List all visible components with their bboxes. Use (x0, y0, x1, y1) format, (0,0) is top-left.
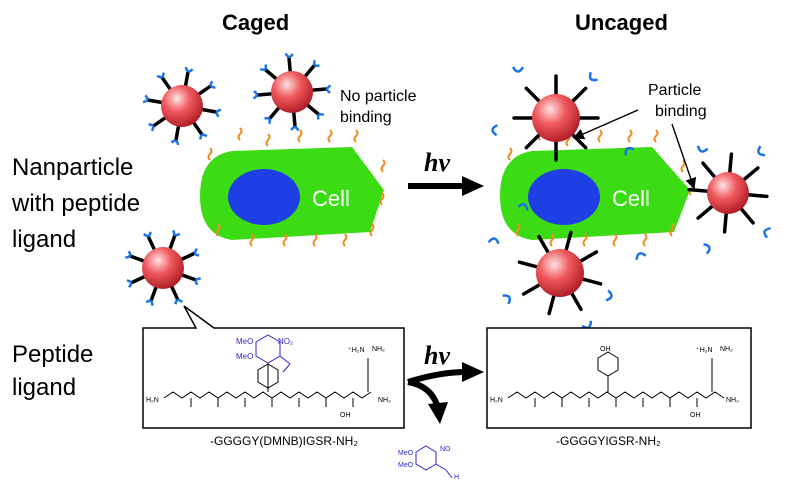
chem-label-no2: NO₂ (278, 337, 294, 346)
cage-fragment (696, 145, 709, 153)
receptor (627, 129, 633, 143)
receptor (237, 127, 243, 141)
nanoparticle-2 (252, 52, 332, 132)
chem-label-oh-left: OH (340, 412, 351, 419)
chem-label-no: NO (440, 446, 451, 453)
chem-label-nh2-top-left: NH₂ (372, 346, 385, 353)
chem-label-plus-h2n-right: ⁺H₂N (696, 347, 713, 354)
cage-fragment (635, 252, 647, 260)
light-arrow-top (408, 176, 484, 196)
receptor (207, 147, 213, 161)
receptor (249, 233, 255, 247)
particle-binding-note-line-2: binding (655, 103, 707, 120)
receptor (265, 133, 271, 147)
receptor (327, 129, 333, 143)
cage-fragment (502, 294, 511, 305)
chem-label-oh-right: OH (690, 412, 701, 419)
caged-peptide-caption: -GGGGY(DMNB)IGSR-NH₂ (210, 434, 358, 448)
light-arrow-bottom (407, 362, 484, 424)
cell-receptors (207, 127, 694, 247)
nanoparticle-6 (687, 152, 769, 234)
receptor (680, 159, 686, 173)
nanoparticle-label-line-3: ligand (12, 226, 77, 253)
chem-label-nh2-top-right: NH₂ (720, 346, 733, 353)
cage-fragment (517, 203, 529, 211)
nanoparticle-4 (512, 74, 600, 162)
receptor (597, 129, 603, 143)
light-label-top: hv (424, 148, 450, 177)
receptor (215, 223, 221, 237)
light-label-bottom: hv (424, 341, 450, 370)
nanoparticle-5 (517, 230, 603, 316)
receptor (353, 129, 359, 143)
chem-label-meo-3: MeO (398, 450, 414, 457)
cage-fragment (487, 237, 500, 245)
chem-label-oh-tyrosine: OH (600, 346, 611, 353)
receptor (669, 223, 675, 237)
nanoparticle-label-line-2: with peptide (12, 190, 141, 217)
receptor (380, 159, 386, 173)
caged-header: Caged (222, 10, 290, 35)
chem-label-meo-4: MeO (398, 462, 414, 469)
chem-label-plus-h2n-left: ⁺H₂N (348, 347, 365, 354)
cell-label-caged: Cell (312, 186, 350, 211)
cage-fragment (511, 66, 525, 73)
cage-fragment (757, 145, 766, 157)
no-binding-note-line-2: binding (340, 109, 392, 126)
receptor (312, 233, 318, 247)
chem-label-h2n-right: H₂N (490, 397, 503, 404)
pointer-arrow-1 (572, 109, 639, 140)
receptor (582, 233, 588, 247)
caged-peptide-structure (163, 358, 372, 407)
uncaged-peptide-box (486, 327, 752, 429)
cage-fragment (763, 227, 771, 239)
receptor (612, 233, 618, 247)
cell-label-uncaged: Cell (612, 186, 650, 211)
receptor (507, 147, 513, 161)
uncaged-peptide-caption: -GGGGYIGSR-NH₂ (556, 434, 661, 448)
chem-label-meo-1: MeO (236, 337, 254, 346)
byproduct-structure (415, 445, 453, 479)
chem-label-nh2-end-right: NH₂ (726, 397, 739, 404)
cage-fragment (624, 146, 635, 156)
chem-label-h2n-left: H₂N (146, 397, 159, 404)
receptor (549, 233, 555, 247)
receptor (379, 192, 385, 206)
receptor (297, 129, 303, 143)
nucleus-uncaged (528, 169, 600, 225)
nanoparticle-3 (125, 230, 201, 306)
nanoparticle-1 (142, 66, 222, 146)
uncaged-header: Uncaged (575, 10, 668, 35)
receptor (282, 233, 288, 247)
receptor (515, 223, 521, 237)
cage-fragment (588, 71, 598, 82)
receptor (369, 223, 375, 237)
receptor (342, 233, 348, 247)
nucleus-caged (228, 169, 300, 225)
peptide-label-line-1: Peptide (12, 341, 94, 368)
no-binding-note-line-1: No particle (340, 88, 417, 105)
cage-fragment (605, 289, 613, 302)
uncaged-peptide-structure (507, 351, 725, 407)
nanoparticles (125, 52, 769, 316)
peptide-label-line-2: ligand (12, 374, 77, 401)
receptor (642, 233, 648, 247)
nanoparticle-label-line-1: Nanparticle (12, 154, 134, 181)
dmnb-group (255, 334, 291, 373)
chem-label-nh2-end-left: NH₂ (378, 397, 391, 404)
particle-binding-note-line-1: Particle (648, 82, 702, 99)
chem-label-meo-2: MeO (236, 352, 254, 361)
cage-fragment (491, 124, 498, 137)
pointer-arrow-2 (671, 123, 697, 190)
chem-label-h: H (454, 474, 460, 481)
receptor (653, 129, 659, 143)
cage-fragment (703, 243, 711, 255)
